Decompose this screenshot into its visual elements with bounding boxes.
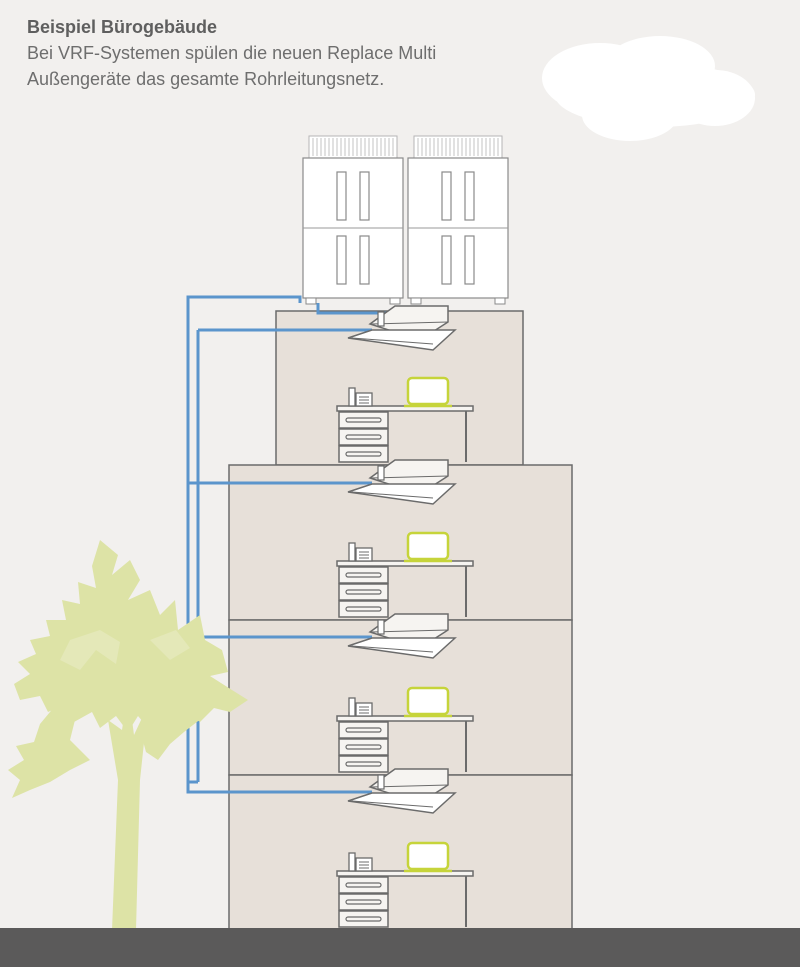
outdoor-unit-1 <box>302 135 404 305</box>
outdoor-unit-2 <box>407 135 509 305</box>
caption-title: Beispiel Bürogebäude <box>27 17 218 37</box>
caption-line-1: Bei VRF-Systemen spülen die neuen Replac… <box>27 43 437 63</box>
cloud-decoration <box>542 36 755 141</box>
tree-decoration <box>8 540 248 930</box>
caption-line-2: Außengeräte das gesamte Rohrleitungsnetz… <box>27 69 385 89</box>
caption: Beispiel Bürogebäude Bei VRF-Systemen sp… <box>27 14 547 92</box>
ground <box>0 928 800 967</box>
